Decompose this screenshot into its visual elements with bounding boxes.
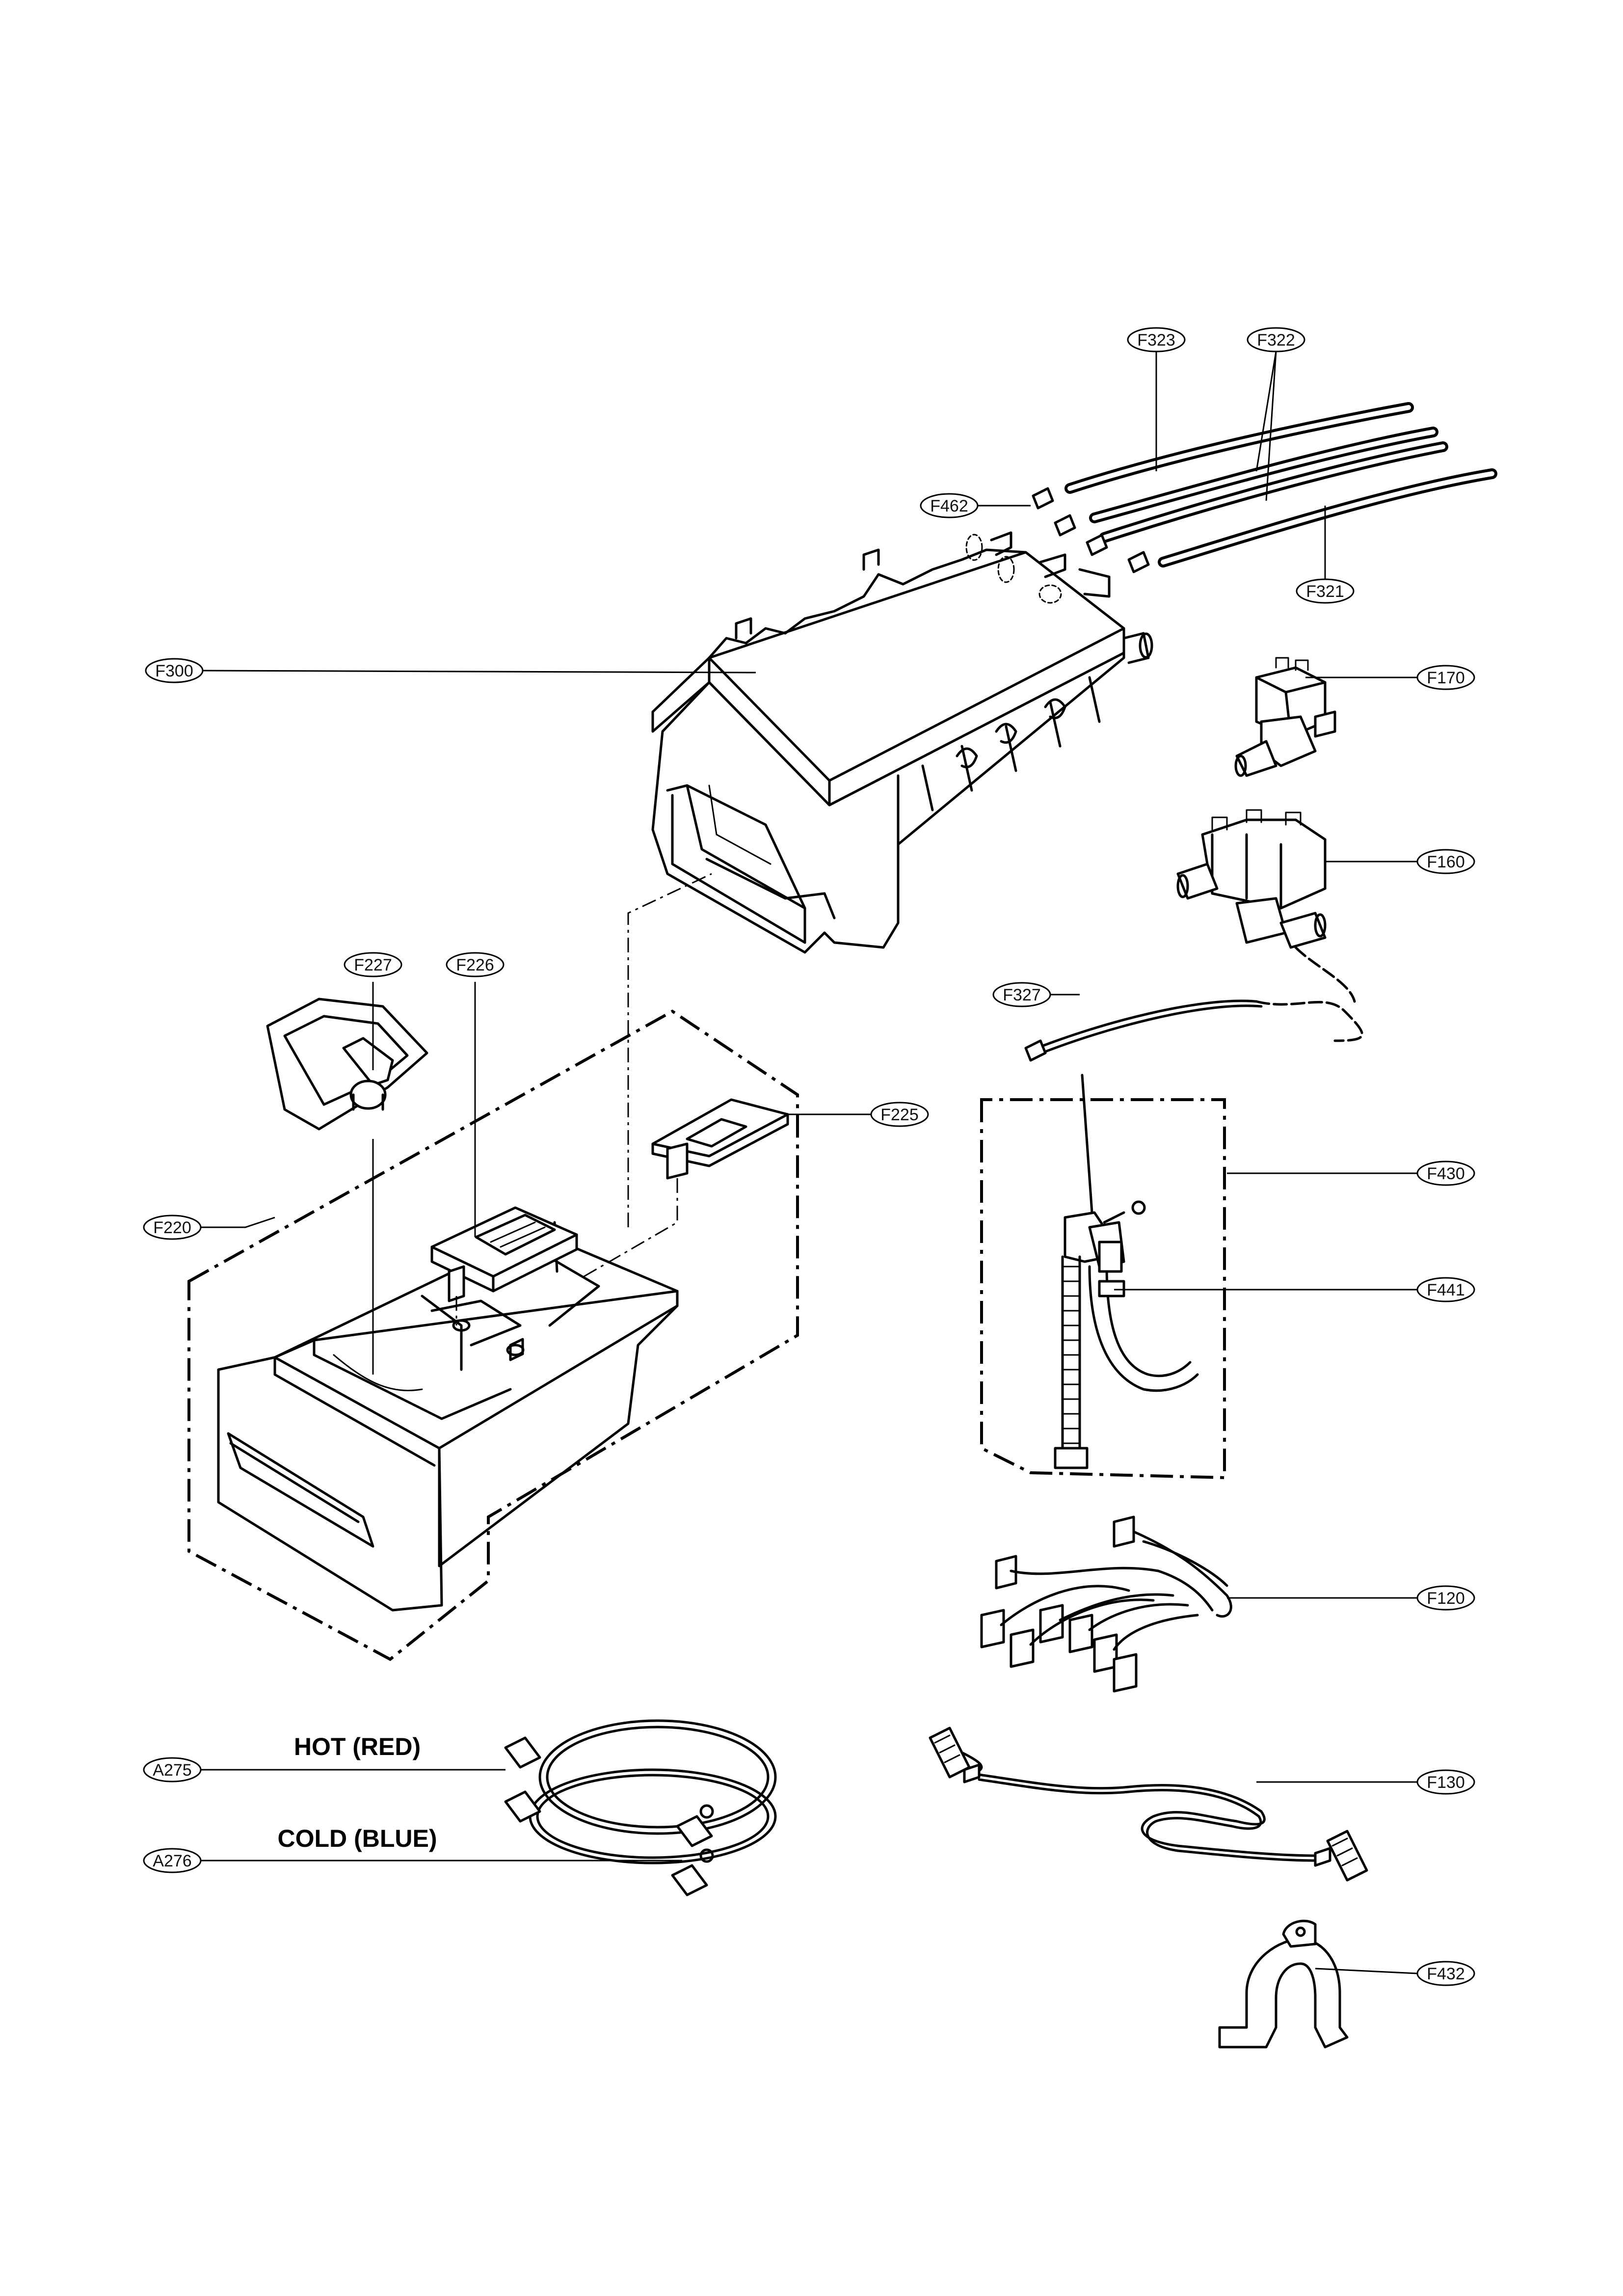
callout-f220: F220	[143, 1215, 202, 1240]
water-inlet-hoses	[504, 1719, 777, 1896]
callout-f321: F321	[1296, 578, 1355, 604]
multi-inlet-valve	[1176, 809, 1327, 949]
drawer-assembly-outline	[187, 1009, 799, 1661]
softener-cap	[266, 998, 428, 1131]
callout-label: F225	[880, 1106, 919, 1124]
wiring-harness-main	[980, 1241, 1232, 1693]
callout-label: F327	[1003, 986, 1041, 1004]
callout-label: F441	[1427, 1281, 1465, 1299]
callout-label: F160	[1427, 853, 1465, 871]
callout-f462: F462	[920, 493, 979, 518]
callout-label: F226	[456, 956, 494, 974]
callout-label: F432	[1427, 1965, 1465, 1983]
drain-hose-assembly	[980, 1074, 1226, 1480]
callout-label: A275	[153, 1761, 191, 1780]
inlet-hoses	[1032, 402, 1497, 573]
alignment-lines	[372, 873, 712, 1375]
hose-guide-clip	[1218, 1919, 1349, 2049]
callout-f170: F170	[1416, 665, 1475, 690]
callout-f322: F322	[1247, 327, 1305, 352]
cold-hose-label: COLD (BLUE)	[278, 1825, 437, 1852]
callout-f120: F120	[1416, 1585, 1475, 1611]
detergent-insert	[651, 1098, 789, 1180]
wiring-harness-secondary	[929, 1727, 1368, 1882]
wire-harness-small	[1024, 946, 1363, 1062]
leader-lines	[201, 351, 1418, 1974]
callout-label: F170	[1427, 669, 1465, 687]
callout-f327: F327	[992, 982, 1051, 1007]
callout-f430: F430	[1416, 1161, 1475, 1186]
callout-f160: F160	[1416, 849, 1475, 874]
callout-a276: A276	[143, 1848, 202, 1873]
callout-f226: F226	[446, 952, 505, 977]
dispenser-housing	[651, 531, 1153, 954]
callout-f441: F441	[1416, 1277, 1475, 1302]
callout-label: F462	[930, 497, 968, 515]
callout-label: F227	[354, 956, 392, 974]
callout-label: F300	[155, 662, 193, 680]
callout-f432: F432	[1416, 1961, 1475, 1986]
callout-label: F120	[1427, 1589, 1465, 1608]
single-inlet-valve	[1234, 657, 1336, 777]
callout-f225: F225	[870, 1102, 929, 1127]
bleach-insert	[430, 1206, 578, 1302]
callout-label: F130	[1427, 1773, 1465, 1792]
callout-f227: F227	[344, 952, 402, 977]
callout-label: F321	[1306, 582, 1344, 601]
callout-label: F322	[1257, 331, 1295, 350]
callout-f323: F323	[1127, 327, 1186, 352]
callout-f300: F300	[145, 658, 204, 683]
hot-hose-label: HOT (RED)	[294, 1733, 421, 1760]
callout-a275: A275	[143, 1757, 202, 1783]
callout-label: F323	[1137, 331, 1175, 350]
callout-label: F220	[153, 1218, 191, 1237]
callout-label: A276	[153, 1852, 191, 1870]
callout-label: F430	[1427, 1164, 1465, 1183]
callout-f130: F130	[1416, 1769, 1475, 1795]
